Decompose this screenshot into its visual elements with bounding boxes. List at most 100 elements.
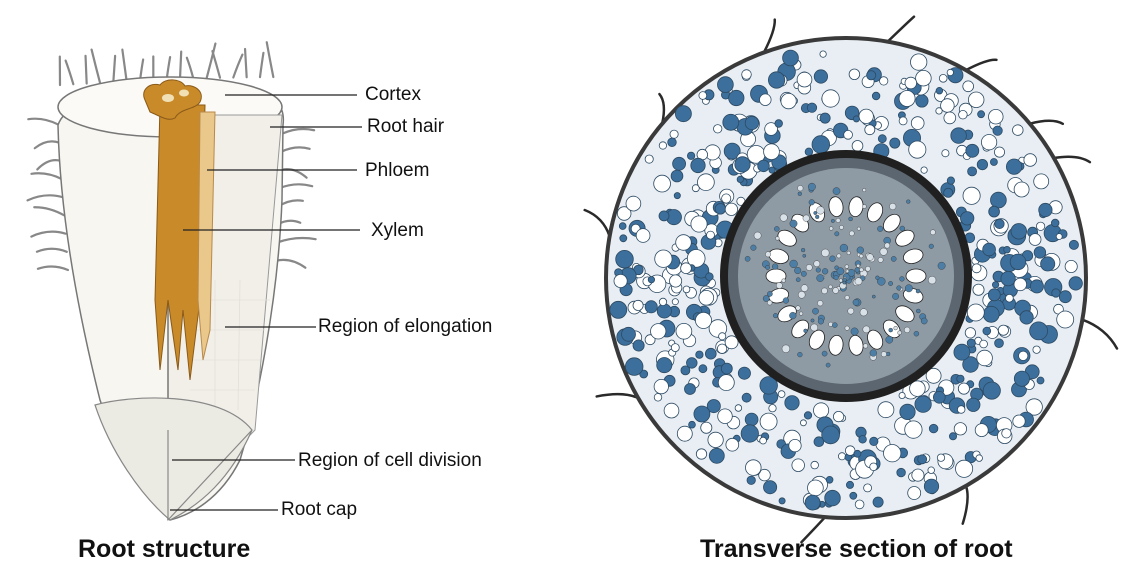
cortex-cell [981,135,996,150]
cortex-cell [947,177,954,184]
cortex-cell [1069,277,1082,290]
stele-cell [832,323,837,328]
label-xylem: Xylem [371,220,424,242]
cortex-cell [1036,222,1044,230]
cortex-cell [966,144,979,157]
cortex-cell [1030,322,1048,340]
stele-cell [822,268,828,274]
cortex-cell [1019,351,1028,360]
stele-cell [745,256,750,261]
cortex-cell [760,437,767,444]
cortex-cell [696,449,706,459]
ts-root-hair [597,394,638,398]
xylem-vessel [906,269,926,283]
cortex-cell [707,231,715,239]
cortex-cell [944,112,956,124]
stele-cell [790,220,797,227]
stele-cell [839,279,843,283]
cortex-cell [878,402,894,418]
cortex-cell [973,284,984,295]
stele-cell [889,203,896,210]
caption-root-structure: Root structure [78,535,250,564]
stele-cell [794,267,801,274]
stele-cell [900,226,905,231]
cortex-cell [674,193,680,199]
stele-cell [754,232,761,239]
cortex-cell [670,275,682,287]
cortex-cell [764,144,780,160]
stele-cell [904,327,910,333]
cortex-cell [1013,125,1024,136]
stele-cell [817,275,824,282]
cortex-cell [899,117,907,125]
cortex-cell [1039,203,1052,216]
stele-cell [812,308,818,314]
cortex-cell [1059,291,1071,303]
cortex-cell [797,72,812,87]
cortex-cell [951,128,967,144]
cortex-cell [957,406,965,414]
cortex-cell [614,274,627,287]
cortex-cell [814,403,829,418]
cortex-cell [995,339,1004,348]
cortex-cell [865,125,875,135]
stele-cell [867,254,874,261]
cortex-cell [789,439,801,451]
cortex-cell [792,459,805,472]
ts-root-hair [888,17,914,42]
cortex-cell [633,340,644,351]
cortex-cell [689,421,696,428]
cortex-cell [719,333,726,340]
cortex-cell [738,367,750,379]
stele-cell [763,295,769,301]
cortex-cell [905,77,917,89]
stele-cell [831,219,834,222]
stele-cell [822,288,828,294]
stele-cell [872,295,875,298]
cortex-cell [918,455,927,464]
stele-cell [789,312,796,319]
stele-cell [801,248,805,252]
cortex-cell [718,375,734,391]
ts-root-hair [1082,320,1117,349]
stele-cell [782,345,790,353]
cortex-cell [670,130,678,138]
stele-cell [886,352,890,356]
cortex-cell [808,480,824,496]
stele-cell [929,244,934,249]
cortex-cell [998,325,1008,335]
cortex-cell [758,160,770,172]
cortex-cell [717,344,726,353]
cortex-cell [659,298,666,305]
cortex-cell [781,93,796,108]
cortex-cell [687,358,698,369]
cortex-cell [884,445,901,462]
stele-cell [860,309,867,316]
cortex-cell [967,304,984,321]
cortex-cell [980,340,988,348]
cortex-cell [921,167,927,173]
cortex-cell [746,460,762,476]
cortex-cell [745,413,758,426]
stele-cell [796,278,800,282]
cortex-cell [975,424,988,437]
cortex-cell [949,433,956,440]
cortex-cell [994,147,1004,157]
cortex-cell [976,455,983,462]
cortex-cell [977,350,993,366]
stele-cell [840,244,848,252]
cortex-cell [729,90,744,105]
label-region-of-elongation: Region of elongation [318,316,492,338]
cortex-cell [657,304,671,318]
stele-cell [870,350,877,357]
cortex-cell [942,150,949,157]
stele-cell [772,264,778,270]
cortex-cell [691,216,707,232]
cortex-cell [916,70,932,86]
stele-cell [848,308,854,314]
cortex-cell [659,211,669,221]
cortex-cell [735,157,750,172]
stele-cell [817,300,823,306]
cortex-cell [989,109,1004,124]
cortex-cell [1001,271,1015,285]
